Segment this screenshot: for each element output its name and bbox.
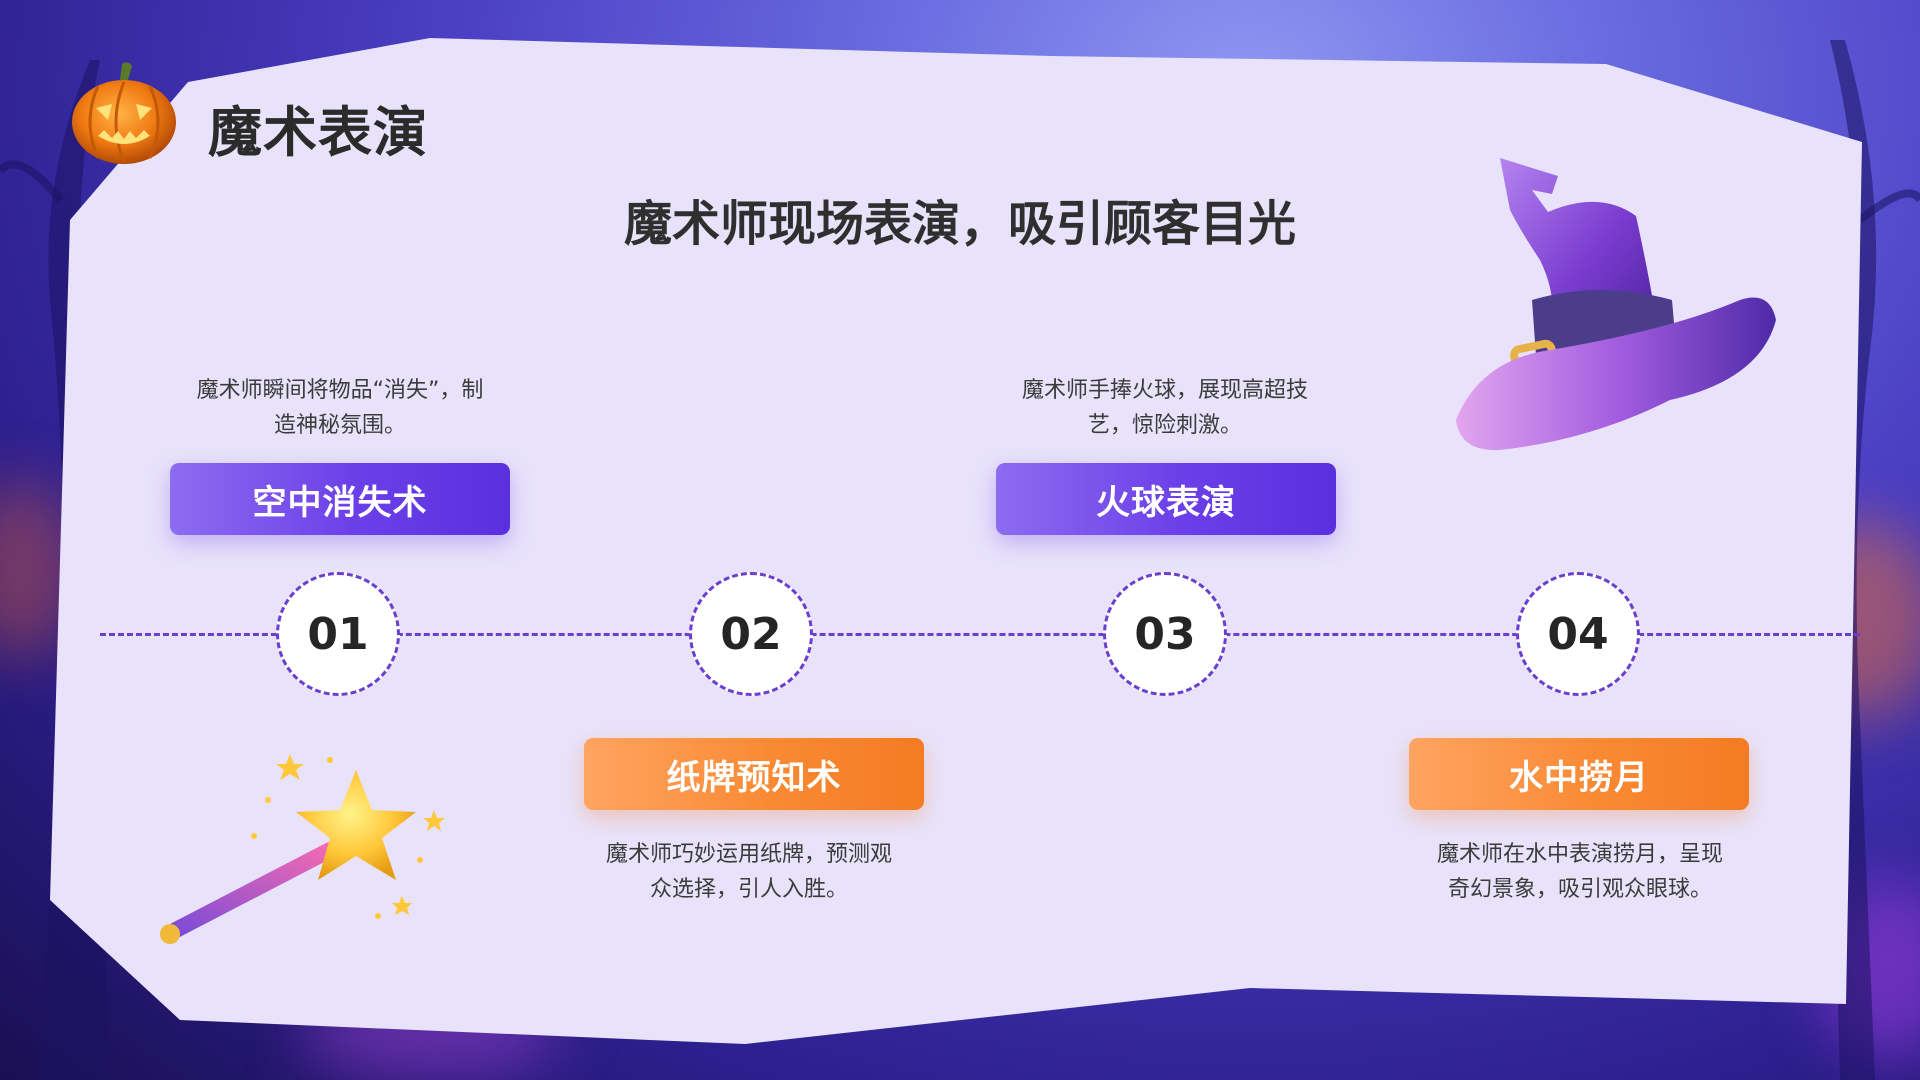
item-label-02: 纸牌预知术 — [584, 738, 924, 810]
page-title: 魔术表演 — [208, 101, 428, 164]
item-description-02: 魔术师巧妙运用纸牌，预测观众选择，引人入胜。 — [605, 842, 892, 902]
item-label-text: 火球表演 — [1096, 482, 1236, 523]
timeline-node-02: 02 — [689, 572, 813, 696]
item-label-04: 水中捞月 — [1409, 738, 1749, 810]
item-label-text: 空中消失术 — [252, 482, 428, 523]
item-label-01: 空中消失术 — [170, 463, 510, 535]
timeline-node-03: 03 — [1103, 572, 1227, 696]
node-number: 01 — [307, 608, 369, 660]
item-description-03: 魔术师手捧火球，展现高超技艺，惊险刺激。 — [1021, 378, 1308, 438]
item-label-03: 火球表演 — [996, 463, 1336, 535]
page-subtitle: 魔术师现场表演，吸引顾客目光 — [623, 196, 1296, 252]
timeline-node-01: 01 — [276, 572, 400, 696]
item-description-04: 魔术师在水中表演捞月，呈现奇幻景象，吸引观众眼球。 — [1436, 842, 1723, 902]
pumpkin-icon — [68, 58, 180, 170]
item-description-01: 魔术师瞬间将物品“消失”，制造神秘氛围。 — [196, 378, 484, 438]
witch-hat-icon — [1440, 150, 1800, 494]
timeline-line — [100, 633, 1860, 636]
magic-wand-icon — [150, 740, 450, 964]
timeline-node-04: 04 — [1516, 572, 1640, 696]
node-number: 02 — [720, 608, 782, 660]
node-number: 03 — [1134, 608, 1196, 660]
item-label-text: 水中捞月 — [1509, 757, 1649, 798]
item-label-text: 纸牌预知术 — [666, 757, 842, 798]
node-number: 04 — [1547, 608, 1609, 660]
